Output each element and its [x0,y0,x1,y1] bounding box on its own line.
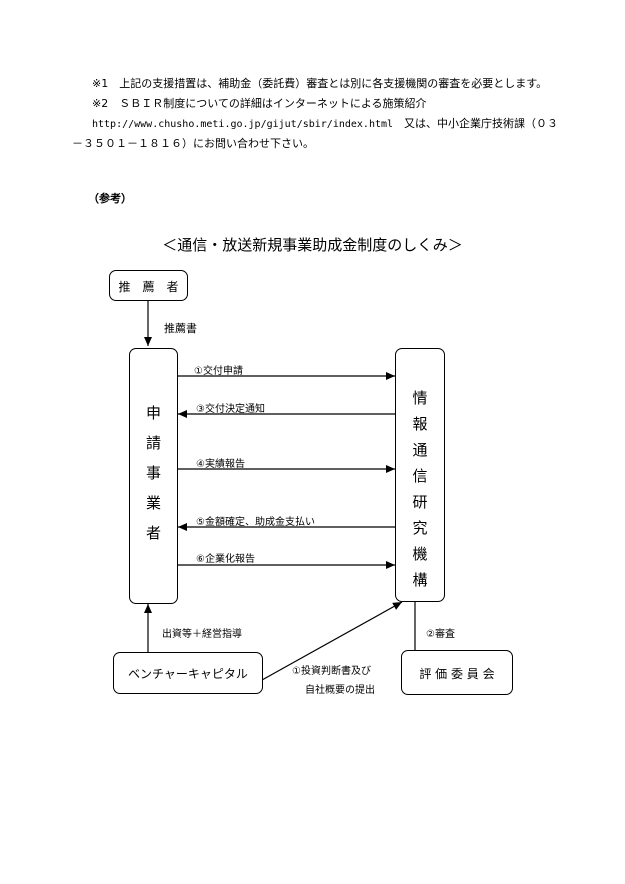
applicant-label: 申 請 事 業 者 [130,398,177,548]
institute-char: 報 [412,415,428,433]
applicant-char: 事 [145,464,161,482]
note-1: ※1 上記の支援措置は、補助金（委託費）審査とは別に各支援機関の審査を必要としま… [92,77,548,90]
institute-box: 情 報 通 信 研 究 機 構 [395,348,445,602]
committee-box: 評 価 委 員 会 [401,650,513,695]
step2-label: ②審査 [426,629,455,640]
institute-char: 究 [412,519,428,537]
vc-submit-label-1: ①投資判断書及び [292,666,371,677]
note-3: http://www.chusho.meti.go.jp/gijut/sbir/… [92,117,558,132]
note-4: －３５０１－１８１６）にお問い合わせ下さい。 [72,137,314,150]
applicant-char: 請 [145,434,161,452]
diagram-title: ＜通信・放送新規事業助成金制度のしくみ＞ [162,236,463,254]
institute-char: 機 [412,545,428,563]
investment-label: 出資等＋経営指導 [162,629,242,640]
recommendation-label: 推薦書 [164,322,197,335]
step5-label: ⑤金額確定、助成金支払い [196,517,315,528]
institute-char: 研 [412,493,428,511]
vc-submit-arrow [261,601,403,681]
institute-char: 構 [412,571,428,589]
venture-capital-label: ベンチャーキャピタル [128,667,248,681]
institute-char: 信 [412,467,428,485]
step3-label: ③交付決定通知 [196,404,265,415]
note-2: ※2 ＳＢＩＲ制度についての詳細はインターネットによる施策紹介 [92,97,427,110]
recommender-label: 推 薦 者 [118,280,179,294]
venture-capital-box: ベンチャーキャピタル [113,652,263,694]
step1-label: ①交付申請 [194,366,243,377]
institute-char: 通 [412,441,428,459]
recommender-box: 推 薦 者 [109,270,188,301]
note-3-rest: 又は、中小企業庁技術課（０３ [393,117,559,130]
reference-heading: （参考） [88,192,132,205]
applicant-box: 申 請 事 業 者 [129,348,178,604]
applicant-char: 者 [145,524,161,542]
applicant-char: 業 [145,494,161,512]
institute-label: 情 報 通 信 研 究 機 構 [396,385,444,593]
institute-char: 情 [412,389,428,407]
applicant-char: 申 [145,404,161,422]
step6-label: ⑥企業化報告 [196,554,255,565]
committee-label: 評 価 委 員 会 [419,667,495,681]
sbir-url: http://www.chusho.meti.go.jp/gijut/sbir/… [92,119,394,130]
vc-submit-label-2: 自社概要の提出 [305,685,375,696]
step4-label: ④実績報告 [196,459,245,470]
